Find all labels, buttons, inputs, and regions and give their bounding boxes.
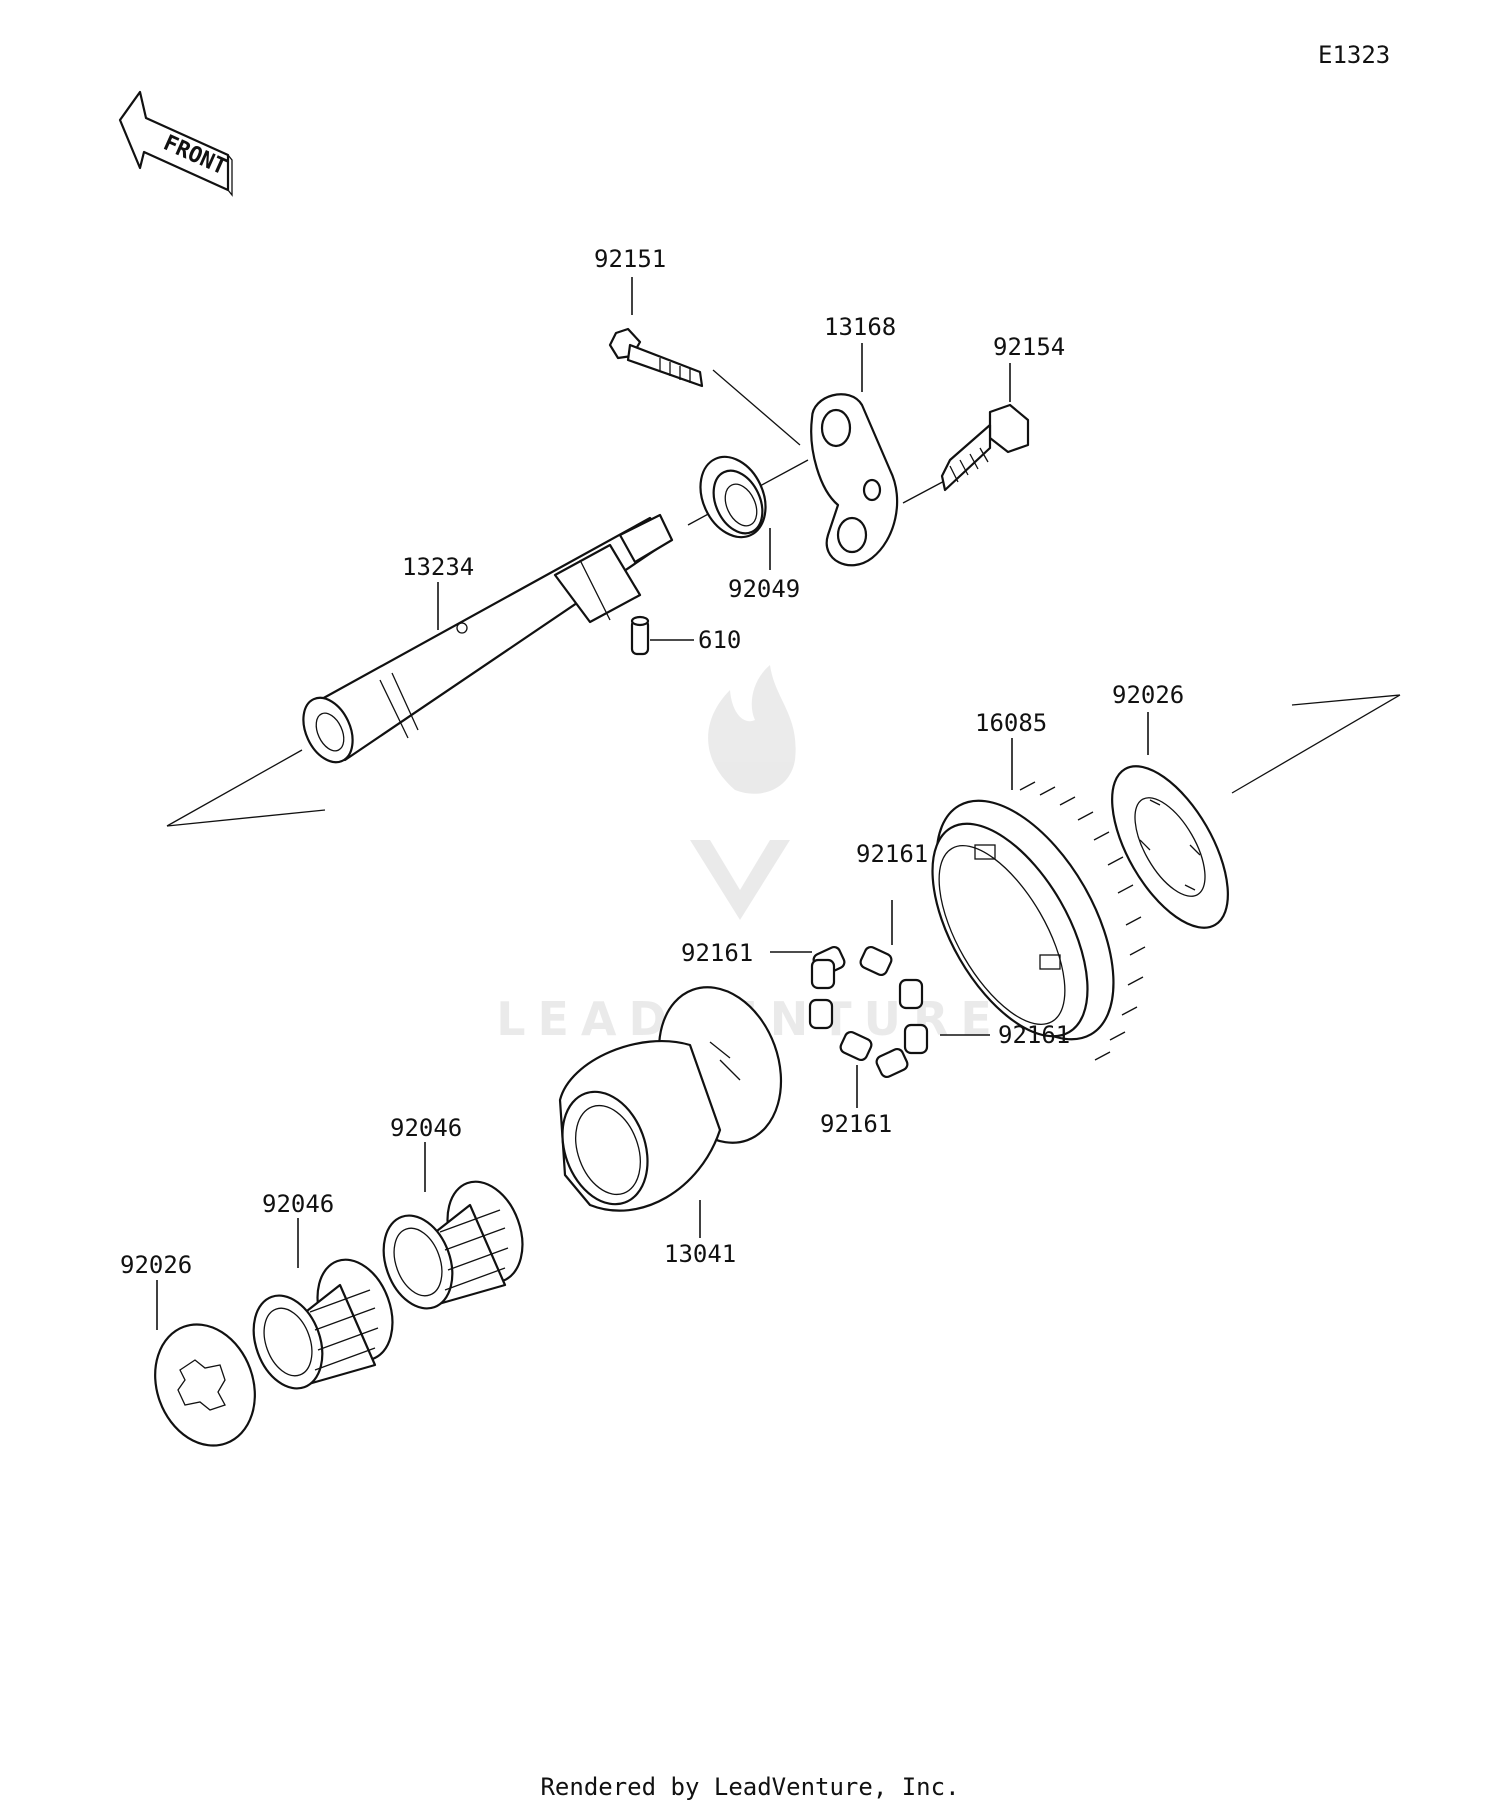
- part-label-92151[interactable]: 92151: [594, 245, 666, 273]
- shaft-13234[interactable]: [294, 513, 674, 770]
- needle-bearing-92046-lower[interactable]: [242, 1249, 406, 1398]
- part-label-13168[interactable]: 13168: [824, 313, 896, 341]
- bolt-92151[interactable]: [608, 327, 704, 388]
- part-label-92046-upper[interactable]: 92046: [390, 1114, 462, 1142]
- part-label-13041[interactable]: 13041: [664, 1240, 736, 1268]
- needle-bearing-92046-upper[interactable]: [372, 1171, 536, 1318]
- oil-seal-92049[interactable]: [688, 446, 778, 547]
- part-label-92161-bottom[interactable]: 92161: [820, 1110, 892, 1138]
- damper-rubbers-92161[interactable]: [808, 945, 929, 1079]
- lever-13168[interactable]: [810, 393, 899, 567]
- gear-16085[interactable]: [900, 772, 1150, 1069]
- front-arrow-icon: FRONT: [118, 90, 233, 197]
- part-label-92049[interactable]: 92049: [728, 575, 800, 603]
- washer-92026-left[interactable]: [139, 1310, 272, 1459]
- pin-610[interactable]: [630, 615, 650, 656]
- part-label-92026-left[interactable]: 92026: [120, 1251, 192, 1279]
- part-label-610[interactable]: 610: [698, 626, 741, 654]
- part-label-92026-right[interactable]: 92026: [1112, 681, 1184, 709]
- part-label-92161-left[interactable]: 92161: [681, 939, 753, 967]
- part-label-92154[interactable]: 92154: [993, 333, 1065, 361]
- part-label-16085[interactable]: 16085: [975, 709, 1047, 737]
- diagram-code: E1323: [1318, 41, 1390, 69]
- part-label-13234[interactable]: 13234: [402, 553, 474, 581]
- washer-92026-right[interactable]: [1089, 748, 1252, 946]
- leader-lines: [156, 277, 1149, 1330]
- part-label-92046-lower[interactable]: 92046: [262, 1190, 334, 1218]
- part-label-92161-top[interactable]: 92161: [856, 840, 928, 868]
- assembly-axis-lines: [166, 369, 1401, 827]
- footer-credit: Rendered by LeadVenture, Inc.: [540, 1773, 959, 1801]
- bolt-92154[interactable]: [940, 403, 1030, 492]
- hub-13041[interactable]: [548, 970, 802, 1216]
- part-label-92161-right[interactable]: 92161: [998, 1021, 1070, 1049]
